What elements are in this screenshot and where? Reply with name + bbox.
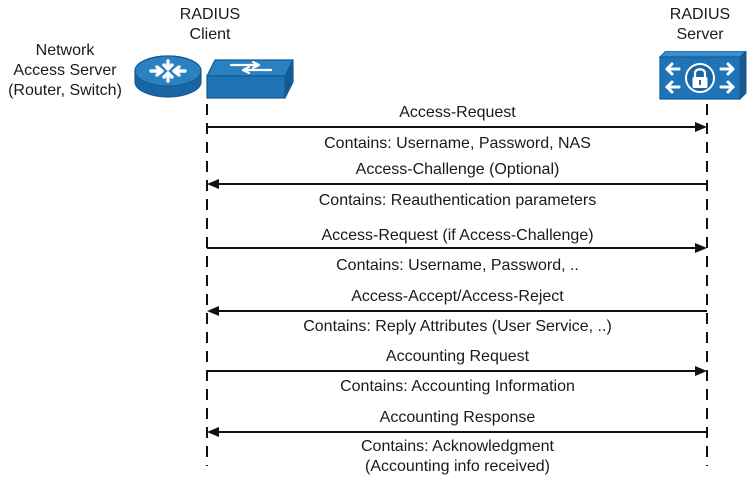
- message-6-details-line-1: Contains: Acknowledgment: [361, 438, 554, 455]
- message-4-details: Contains: Reply Attributes (User Service…: [303, 318, 612, 335]
- message-4-title: Access-Accept/Access-Reject: [351, 288, 564, 305]
- radius-client-label-line-1: RADIUS: [179, 6, 241, 23]
- router-icon: [133, 53, 203, 101]
- nas-label-line-2: Access Server: [13, 62, 117, 79]
- message-5-arrow-head: [695, 366, 707, 376]
- message-3-arrow-head: [695, 243, 707, 253]
- nas-label-line-1: Network: [35, 42, 95, 59]
- message-1-details: Contains: Username, Password, NAS: [324, 135, 591, 152]
- message-2-details: Contains: Reauthentication parameters: [318, 192, 597, 209]
- message-2-title: Access-Challenge (Optional): [355, 161, 560, 178]
- message-6-details-line-2: (Accounting info received): [365, 458, 550, 475]
- message-5-title: Accounting Request: [385, 348, 530, 365]
- message-1-arrow-head: [695, 122, 707, 132]
- switch-icon: [205, 58, 295, 100]
- radius-client-label-line-2: Client: [189, 26, 231, 43]
- radius-server-label-line-2: Server: [676, 26, 724, 43]
- nas-label: Network Access Server (Router, Switch): [0, 41, 130, 101]
- nas-label-line-3: (Router, Switch): [8, 82, 122, 99]
- message-4-arrow-head: [207, 306, 219, 316]
- message-6-title: Accounting Response: [379, 409, 536, 426]
- message-3-details: Contains: Username, Password, ..: [336, 257, 579, 274]
- server-lock-icon: [654, 51, 750, 101]
- message-1-title: Access-Request: [399, 104, 516, 121]
- radius-server-label: RADIUS Server: [650, 5, 750, 45]
- message-2-arrow-head: [207, 179, 219, 189]
- radius-server-label-line-1: RADIUS: [669, 6, 731, 23]
- radius-client-label: RADIUS Client: [155, 5, 265, 45]
- message-5-details: Contains: Accounting Information: [340, 378, 575, 395]
- message-3-title: Access-Request (if Access-Challenge): [321, 227, 594, 244]
- message-6-arrow-head: [207, 427, 219, 437]
